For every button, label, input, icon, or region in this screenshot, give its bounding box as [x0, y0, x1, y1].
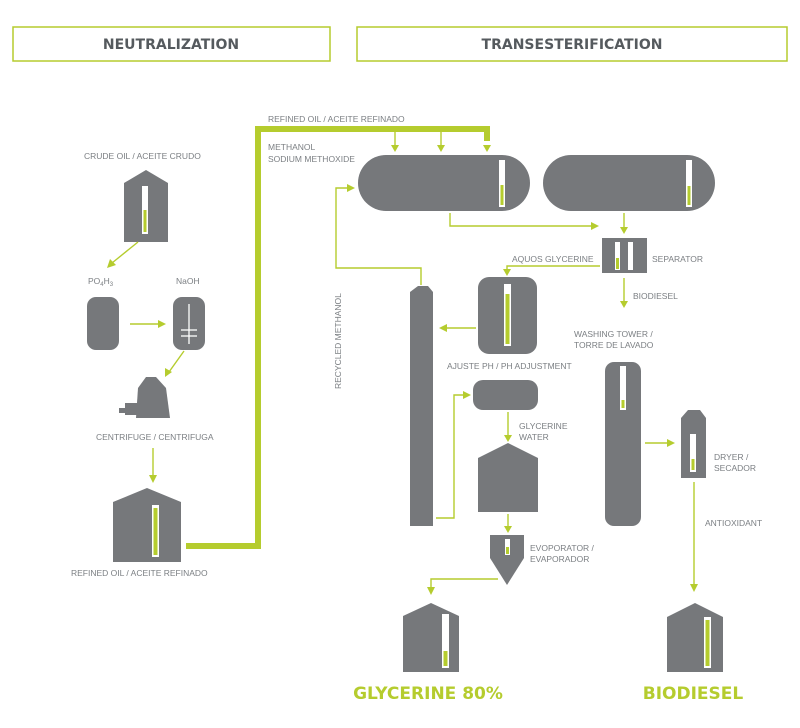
arrow-water-to-evaporator [504, 514, 512, 533]
biodiesel-product-label: BIODIESEL [643, 684, 744, 704]
crude-oil-label: CRUDE OIL / ACEITE CRUDO [84, 151, 201, 161]
arrow-washing-to-dryer [645, 439, 675, 447]
dryer-label-2: SECADOR [714, 463, 756, 473]
arrow-separator-to-glycerine [503, 265, 600, 276]
arrow-mixer-to-centrifuge [165, 350, 185, 377]
arrow-column-to-ph [436, 391, 471, 519]
glycerine-water-label-2: WATER [519, 432, 549, 442]
arrow-dryer-to-biodiesel [690, 482, 698, 592]
methanol-recovery-column [410, 286, 433, 526]
glycerine-water-label-1: GLYCERINE [519, 421, 568, 431]
washing-tower-label-1: WASHING TOWER / [574, 329, 653, 339]
separator-label: SEPARATOR [652, 254, 703, 264]
refined-oil-bottom-label: REFINED OIL / ACEITE REFINADO [71, 568, 208, 578]
dryer-label-1: DRYER / [714, 452, 749, 462]
washing-tower [605, 362, 641, 526]
separator [602, 238, 647, 273]
glycerine-water-tank [478, 443, 538, 512]
acid-tank [87, 297, 119, 350]
evaporator-label-2: EVAPORADOR [530, 554, 589, 564]
antioxidant-label: ANTIOXIDANT [705, 518, 762, 528]
ph-adjustment-label: AJUSTE PH / PH ADJUSTMENT [447, 361, 572, 371]
neutralization-title: NEUTRALIZATION [103, 37, 239, 53]
glycerine-product-tank [403, 603, 459, 672]
transesterification-title: TRANSESTERIFICATION [482, 37, 663, 53]
crude-oil-tank [124, 170, 168, 242]
arrow-glycerine-to-column [439, 324, 476, 332]
reactor-feed-arrows [391, 132, 491, 152]
glycerine-holding-tank [478, 277, 537, 354]
evaporator-label-1: EVOPORATOR / [530, 543, 595, 553]
glycerine-product-label: GLYCERINE 80% [353, 684, 503, 704]
washing-tower-label-2: TORRE DE LAVADO [574, 340, 654, 350]
evaporator [490, 535, 524, 585]
centrifuge [119, 377, 170, 418]
neutralization-header: NEUTRALIZATION [12, 26, 331, 62]
transesterification-header: TRANSESTERIFICATION [356, 26, 788, 62]
naoh-label: NaOH [176, 276, 200, 286]
recycled-methanol-pipe [335, 184, 422, 285]
methanol-label: METHANOL [268, 142, 316, 152]
biodiesel-flow-label: BIODIESEL [633, 291, 678, 301]
recycled-methanol-label: RECYCLED METHANOL [333, 293, 343, 389]
refined-oil-main-pipe [186, 126, 490, 549]
arrow-ph-to-water-tank [504, 412, 512, 442]
arrow-evaporator-to-glycerine [427, 578, 498, 595]
arrow-crude-to-acid [107, 241, 139, 268]
sodium-methoxide-label: SODIUM METHOXIDE [268, 154, 355, 164]
arrow-reactor-to-separator [620, 213, 628, 234]
aquos-glycerine-label: AQUOS GLYCERINE [512, 254, 594, 264]
centrifuge-label: CENTRIFUGE / CENTRIFUGA [96, 432, 214, 442]
arrow-separator-to-washing [620, 278, 628, 308]
arrow-acid-to-naoh [130, 320, 166, 328]
biodiesel-product-tank [667, 603, 723, 672]
reactor-2 [543, 155, 715, 211]
arrow-centrifuge-to-refined [149, 448, 157, 483]
dryer [681, 410, 706, 478]
refined-oil-top-label: REFINED OIL / ACEITE REFINADO [268, 114, 405, 124]
reactor-1 [358, 155, 530, 211]
refined-oil-tank [113, 488, 181, 562]
naoh-mixer [173, 297, 205, 350]
ph-adjustment-tank [473, 380, 538, 410]
po4h3-label: PO4H3 [88, 276, 114, 288]
reactor-link-pipe [449, 213, 599, 230]
